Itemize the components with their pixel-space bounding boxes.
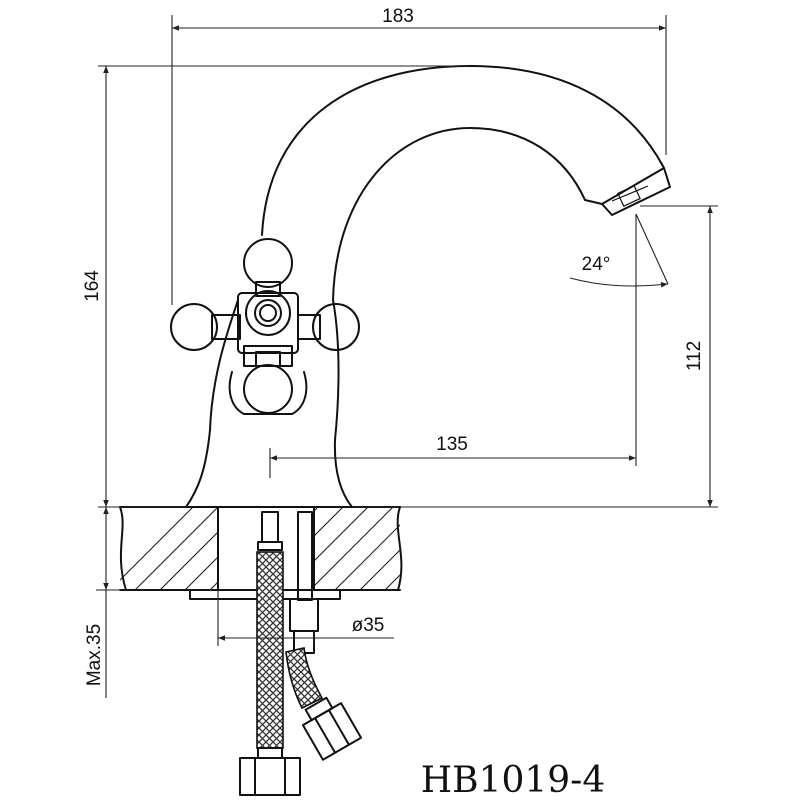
dimension-spout-reach: 135 [269,214,637,478]
dimension-overall-height: 164 [82,65,470,508]
dimension-label-112: 112 [684,341,705,371]
dimension-max-thickness: Max.35 [84,507,126,698]
dimension-hole-diameter: ø35 [217,590,394,646]
dimension-label-24deg: 24° [582,254,611,275]
cross-handle [170,238,360,415]
flexible-hose-right [285,511,363,761]
dimension-label-164: 164 [82,270,103,302]
dimension-overall-width: 183 [171,6,667,305]
countertop-section [119,505,403,593]
dimension-spout-height: 112 [352,205,718,508]
dimension-label-135: 135 [436,434,468,455]
dimension-spout-angle: 24° [569,213,669,288]
dimension-label-max35: Max.35 [84,624,105,686]
dimension-label-diameter35: ø35 [352,615,385,636]
dimension-label-183: 183 [382,6,414,27]
model-code-label: HB1019-4 [421,760,606,800]
faucet-body [185,65,671,508]
flexible-hose-left [239,511,301,796]
